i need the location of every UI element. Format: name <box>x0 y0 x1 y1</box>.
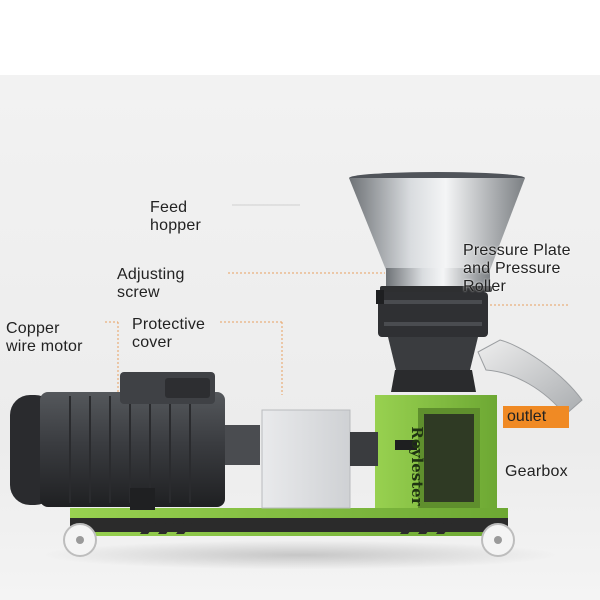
pressure-chamber-shape <box>376 290 488 392</box>
gearbox-shape <box>375 395 497 515</box>
label-feed-hopper: Feed hopper <box>150 199 202 234</box>
floor-shadow <box>40 540 560 570</box>
brand-logo: Roylester <box>408 426 426 506</box>
label-copper-wire-motor: Copper wire motor <box>6 320 83 355</box>
label-outlet: outlet <box>503 406 569 428</box>
label-gearbox: Gearbox <box>505 463 568 480</box>
outlet-chute-shape <box>477 339 583 416</box>
frame-shape <box>70 508 508 536</box>
wheel-left-shape <box>63 523 97 557</box>
protective-cover-shape <box>261 409 378 509</box>
wheel-right-shape <box>481 523 515 557</box>
feed-hopper-shape <box>349 172 525 292</box>
label-adjusting-screw: Adjusting screw <box>117 266 185 301</box>
label-pressure-plate-roller: Pressure Plate and Pressure Roller <box>463 242 571 295</box>
label-protective-cover: Protective cover <box>132 316 206 351</box>
motor-shape <box>10 372 260 510</box>
